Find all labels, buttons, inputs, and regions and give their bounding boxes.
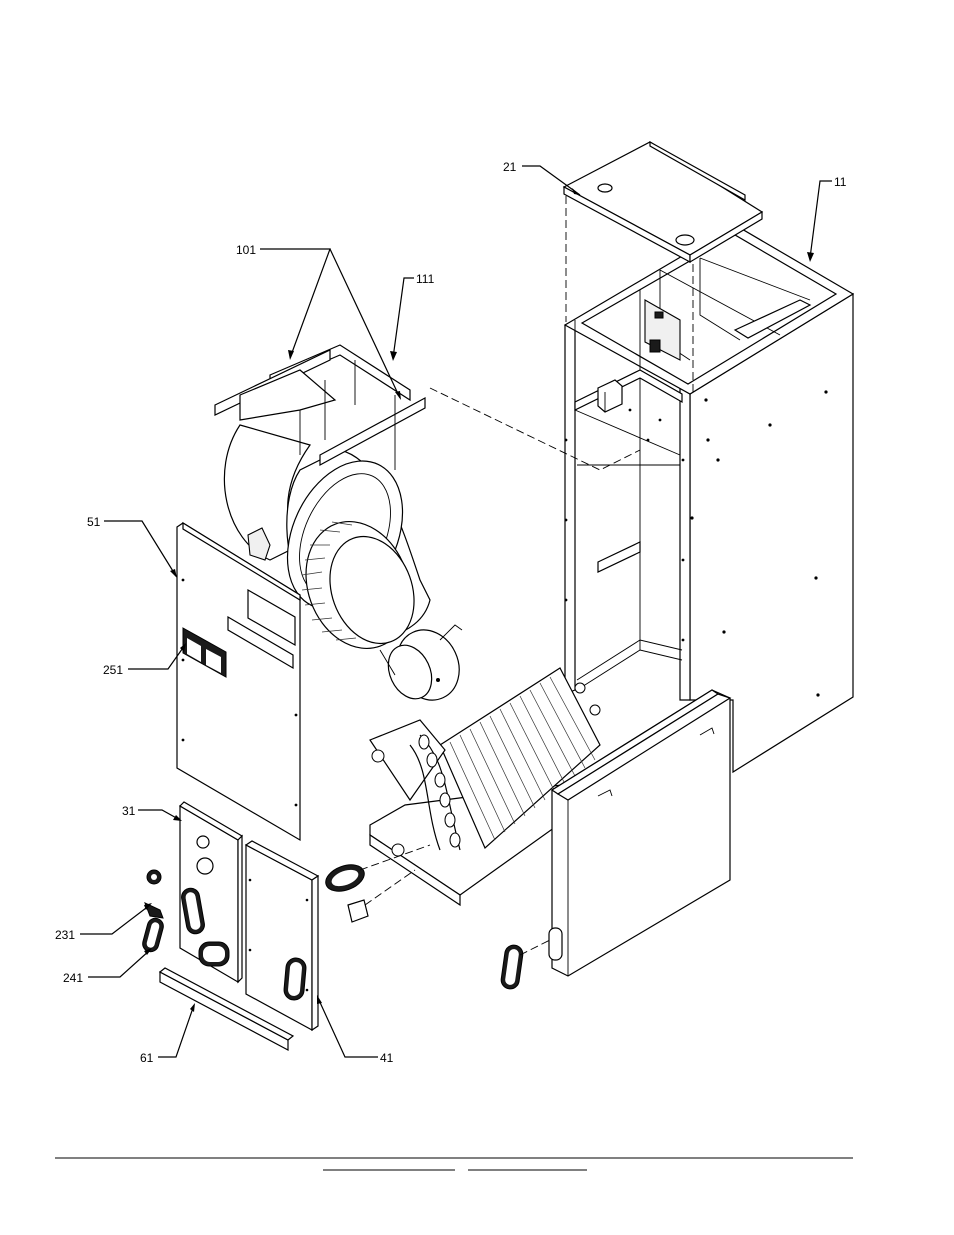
front-panel-51	[177, 523, 300, 840]
callout-51: 51	[87, 515, 101, 529]
callout-231: 231	[55, 928, 75, 942]
callout-11: 11	[834, 175, 847, 189]
callout-101: 101	[236, 243, 256, 257]
lower-panel-41	[246, 841, 318, 1030]
cabinet-11	[565, 225, 853, 772]
lower-panel-31	[141, 802, 242, 982]
footer-rules	[55, 1158, 853, 1170]
callout-21: 21	[503, 160, 517, 174]
callout-241: 241	[63, 971, 83, 985]
callout-61: 61	[140, 1051, 154, 1065]
callout-41: 41	[380, 1051, 394, 1065]
callout-111: 111	[416, 272, 435, 286]
callout-31: 31	[122, 804, 136, 818]
callout-251: 251	[103, 663, 123, 677]
